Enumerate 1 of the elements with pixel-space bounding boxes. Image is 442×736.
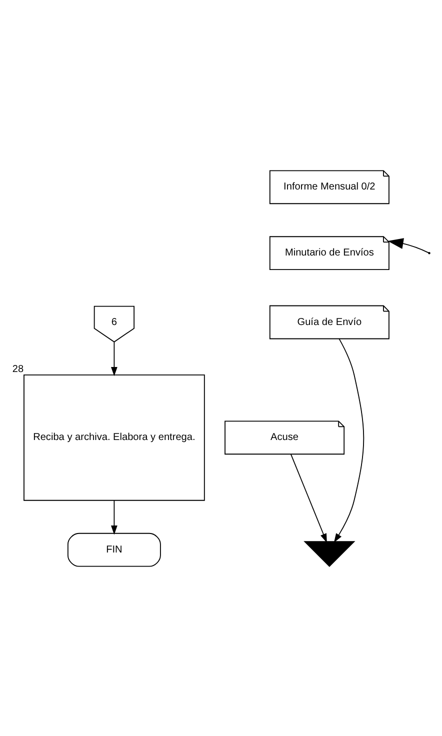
node-label: 28 (12, 363, 24, 374)
